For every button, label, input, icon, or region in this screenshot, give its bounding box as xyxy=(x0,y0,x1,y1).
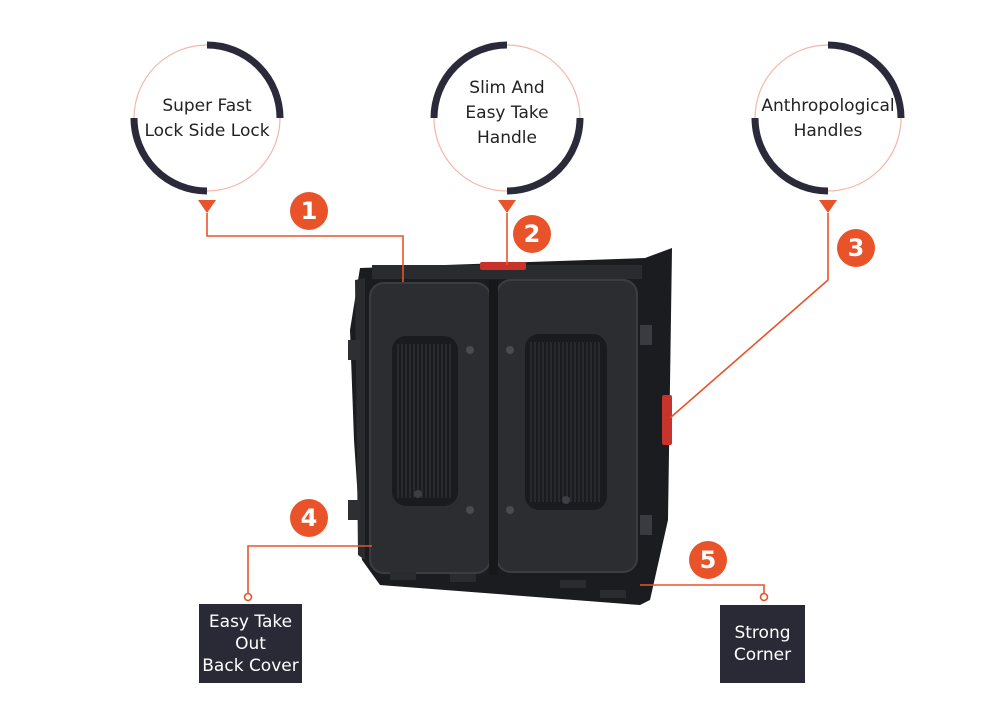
number-badge-4: 4 xyxy=(290,499,328,537)
number-badge-5: 5 xyxy=(689,541,727,579)
feature-5-line-1: Strong xyxy=(734,623,791,643)
feature-4-line-1: Easy Take xyxy=(208,611,293,632)
callout-1-line-2: Lock Side Lock xyxy=(144,121,270,141)
leader-line-5 xyxy=(640,584,765,594)
callout-ring-1 xyxy=(130,41,284,195)
callout-label-3: Anthropological Handles xyxy=(748,94,908,144)
callout-3-line-1: Anthropological xyxy=(761,96,895,116)
leader-line-1 xyxy=(206,213,404,282)
number-badge-3: 3 xyxy=(837,229,875,267)
callout-2-line-3: Handle xyxy=(477,128,537,148)
leader-line-4 xyxy=(247,545,372,594)
top-handle xyxy=(480,262,526,270)
callout-1-line-1: Super Fast xyxy=(162,96,252,116)
number-badge-2: 2 xyxy=(513,215,551,253)
callout-label-2: Slim And Easy Take Handle xyxy=(442,76,572,151)
callout-2-line-1: Slim And xyxy=(469,78,545,98)
feature-box-5: Strong Corner xyxy=(720,605,805,683)
callout-label-1: Super Fast Lock Side Lock xyxy=(142,94,272,144)
feature-4-line-3: Back Cover xyxy=(202,655,299,676)
leader-dot-4 xyxy=(243,592,253,602)
pointer-triangle-3 xyxy=(819,200,837,213)
leader-dot-5 xyxy=(759,592,769,602)
feature-4-line-2: Out xyxy=(235,633,266,654)
callout-ring-2 xyxy=(430,41,584,195)
feature-5-line-2: Corner xyxy=(733,645,792,665)
number-badge-1: 1 xyxy=(290,192,328,230)
callout-3-line-2: Handles xyxy=(793,121,863,141)
led-cabinet-image xyxy=(348,248,672,605)
pointer-triangle-1 xyxy=(198,200,216,213)
callout-ring-3 xyxy=(751,41,905,195)
leader-line-3 xyxy=(669,213,829,419)
pointer-triangle-2 xyxy=(498,200,516,213)
callout-2-line-2: Easy Take xyxy=(465,103,549,123)
feature-box-4: Easy Take Out Back Cover xyxy=(199,604,302,683)
side-handle xyxy=(662,395,672,445)
